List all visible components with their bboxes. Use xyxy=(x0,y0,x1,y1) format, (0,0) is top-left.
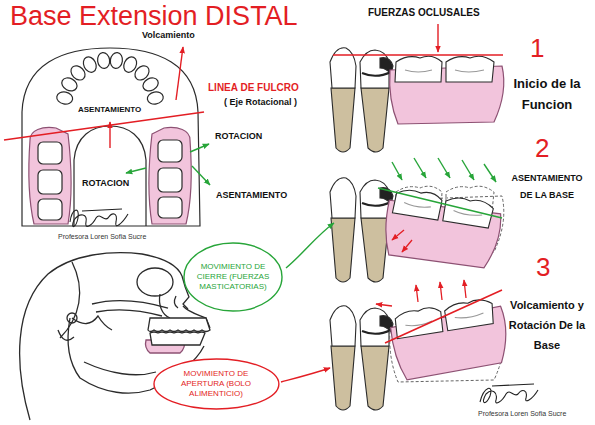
lower-teeth xyxy=(150,332,205,345)
axis-label: LINEA DE FULCRO xyxy=(208,82,299,94)
ellipse-node: MOVIMIENTO DE APERTURA (BOLO ALIMENTICIO… xyxy=(153,358,280,410)
suture xyxy=(60,262,80,338)
fulcrum-line xyxy=(4,112,204,140)
pointer-arrow xyxy=(286,223,334,268)
pointer-arrow xyxy=(281,368,330,382)
movement-arrow xyxy=(392,230,404,240)
force-arrow xyxy=(392,162,402,180)
movement-arrow xyxy=(176,47,183,100)
panel-start xyxy=(330,24,504,152)
upper-teeth xyxy=(148,318,210,332)
movement-arrow xyxy=(126,168,146,173)
natural-tooth xyxy=(60,75,80,93)
coronoid-notch xyxy=(72,316,112,330)
signature-scribble xyxy=(480,384,538,403)
artificial-tooth xyxy=(158,168,182,192)
movement-arrow xyxy=(440,282,442,300)
movement-label: ROTACION xyxy=(215,131,262,141)
rotation-plane xyxy=(378,188,502,218)
occlusal-plane xyxy=(333,54,503,56)
abutment-teeth xyxy=(330,48,393,152)
movement-label: ROTACION xyxy=(82,178,129,188)
natural-tooth xyxy=(109,52,123,70)
movement-label: ASENTAMIENTO xyxy=(78,105,141,114)
artificial-tooth xyxy=(38,142,62,164)
diagram-title: Base Extension DISTAL xyxy=(10,1,298,32)
nasal-cavity xyxy=(174,296,178,308)
artificial-tooth xyxy=(38,170,62,194)
movement-label: ASENTAMIENTO xyxy=(216,190,287,200)
rotation-plane xyxy=(385,290,502,343)
node-text: MOVIMIENTO DE CIERRE (FUERZAS MASTICATOR… xyxy=(195,262,271,292)
movement-label: Volcamiento xyxy=(142,30,195,40)
ellipse-outline xyxy=(184,243,282,311)
movement-arrow xyxy=(464,280,466,298)
step-number: 3 xyxy=(536,253,550,283)
cheekbone xyxy=(159,294,170,318)
natural-tooth xyxy=(56,91,74,106)
step-caption: Inicio de la Funcion xyxy=(505,73,589,115)
movement-arrow xyxy=(376,304,392,306)
orbit xyxy=(137,268,173,296)
step-caption: ASENTAMIENTO DE LA BASE xyxy=(505,170,589,204)
force-arrow xyxy=(484,164,496,182)
step-caption: Volcamiento y Rotación De la Base xyxy=(504,295,590,355)
force-arrow xyxy=(438,158,450,178)
node-text: MOVIMIENTO DE APERTURA (BOLO ALIMENTICIO… xyxy=(172,369,260,399)
signature-scribble xyxy=(70,209,128,227)
denture-base xyxy=(29,128,71,225)
natural-tooth xyxy=(97,52,111,70)
artificial-tooth xyxy=(158,140,182,162)
artificial-tooth xyxy=(158,197,182,218)
denture-base xyxy=(388,296,511,381)
panel-tipping xyxy=(330,280,511,410)
node-text-box: MOVIMIENTO DE CIERRE (FUERZAS MASTICATOR… xyxy=(195,262,271,292)
step-number: 1 xyxy=(530,34,544,64)
axis-note: ( Eje Rotacional ) xyxy=(224,97,297,107)
movement-arrow xyxy=(192,166,210,185)
node-text-box: MOVIMIENTO DE APERTURA (BOLO ALIMENTICIO… xyxy=(172,369,260,399)
natural-tooth xyxy=(146,91,164,106)
zygomatic-arch xyxy=(92,301,168,316)
signature-text: Profesora Loren Sofia Sucre xyxy=(478,410,566,418)
cast-outline xyxy=(22,48,200,226)
panel-seating xyxy=(330,158,504,282)
denture-base xyxy=(390,56,504,124)
force-arrow xyxy=(462,160,474,180)
force-label: FUERZAS OCLUSALES xyxy=(368,7,480,19)
artificial-tooth xyxy=(38,199,62,220)
abutment-teeth xyxy=(330,306,393,410)
maxillary-arch xyxy=(22,48,200,226)
denture-base xyxy=(149,128,191,225)
force-arrow xyxy=(414,158,426,178)
force-arrow xyxy=(437,24,438,52)
step-number: 2 xyxy=(535,134,549,164)
ellipse-outline xyxy=(154,359,279,409)
movement-arrow xyxy=(190,144,209,152)
denture-base xyxy=(381,187,504,272)
mandible-line xyxy=(84,362,156,375)
movement-arrow xyxy=(416,285,418,302)
movement-arrow xyxy=(109,122,110,148)
natural-tooth xyxy=(121,55,139,75)
signature-text: Profesora Loren Sofia Sucre xyxy=(58,233,146,241)
ellipse-node: MOVIMIENTO DE CIERRE (FUERZAS MASTICATOR… xyxy=(183,242,283,312)
abutment-teeth xyxy=(330,178,393,282)
movement-arrow xyxy=(402,240,412,252)
